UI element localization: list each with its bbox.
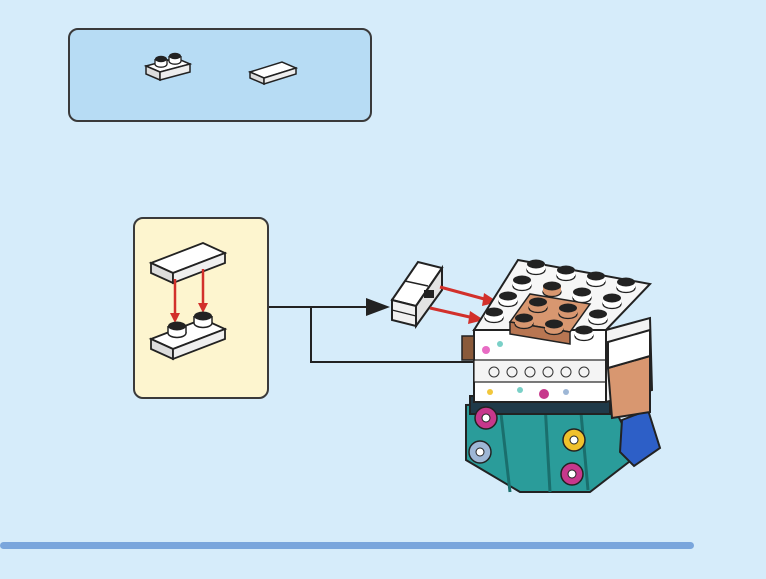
stud-icon [529, 298, 547, 313]
page-number [720, 535, 760, 555]
stud-icon [603, 294, 621, 309]
stud-icon [499, 292, 517, 307]
stud-icon [545, 320, 563, 335]
subassembly-icon [392, 262, 442, 326]
stud-icon [515, 314, 533, 329]
progress-bar [0, 542, 694, 549]
brickheadz-model [462, 260, 660, 493]
stud-icon [543, 282, 561, 297]
stud-icon [617, 278, 635, 293]
stud-icon [589, 310, 607, 325]
stud-icon [527, 260, 545, 275]
stud-icon [513, 276, 531, 291]
stud-icon [573, 288, 591, 303]
stud-icon [575, 326, 593, 341]
stud-icon [587, 272, 605, 287]
stud-icon [559, 304, 577, 319]
stud-icon [557, 266, 575, 281]
stud-icon [485, 308, 503, 323]
